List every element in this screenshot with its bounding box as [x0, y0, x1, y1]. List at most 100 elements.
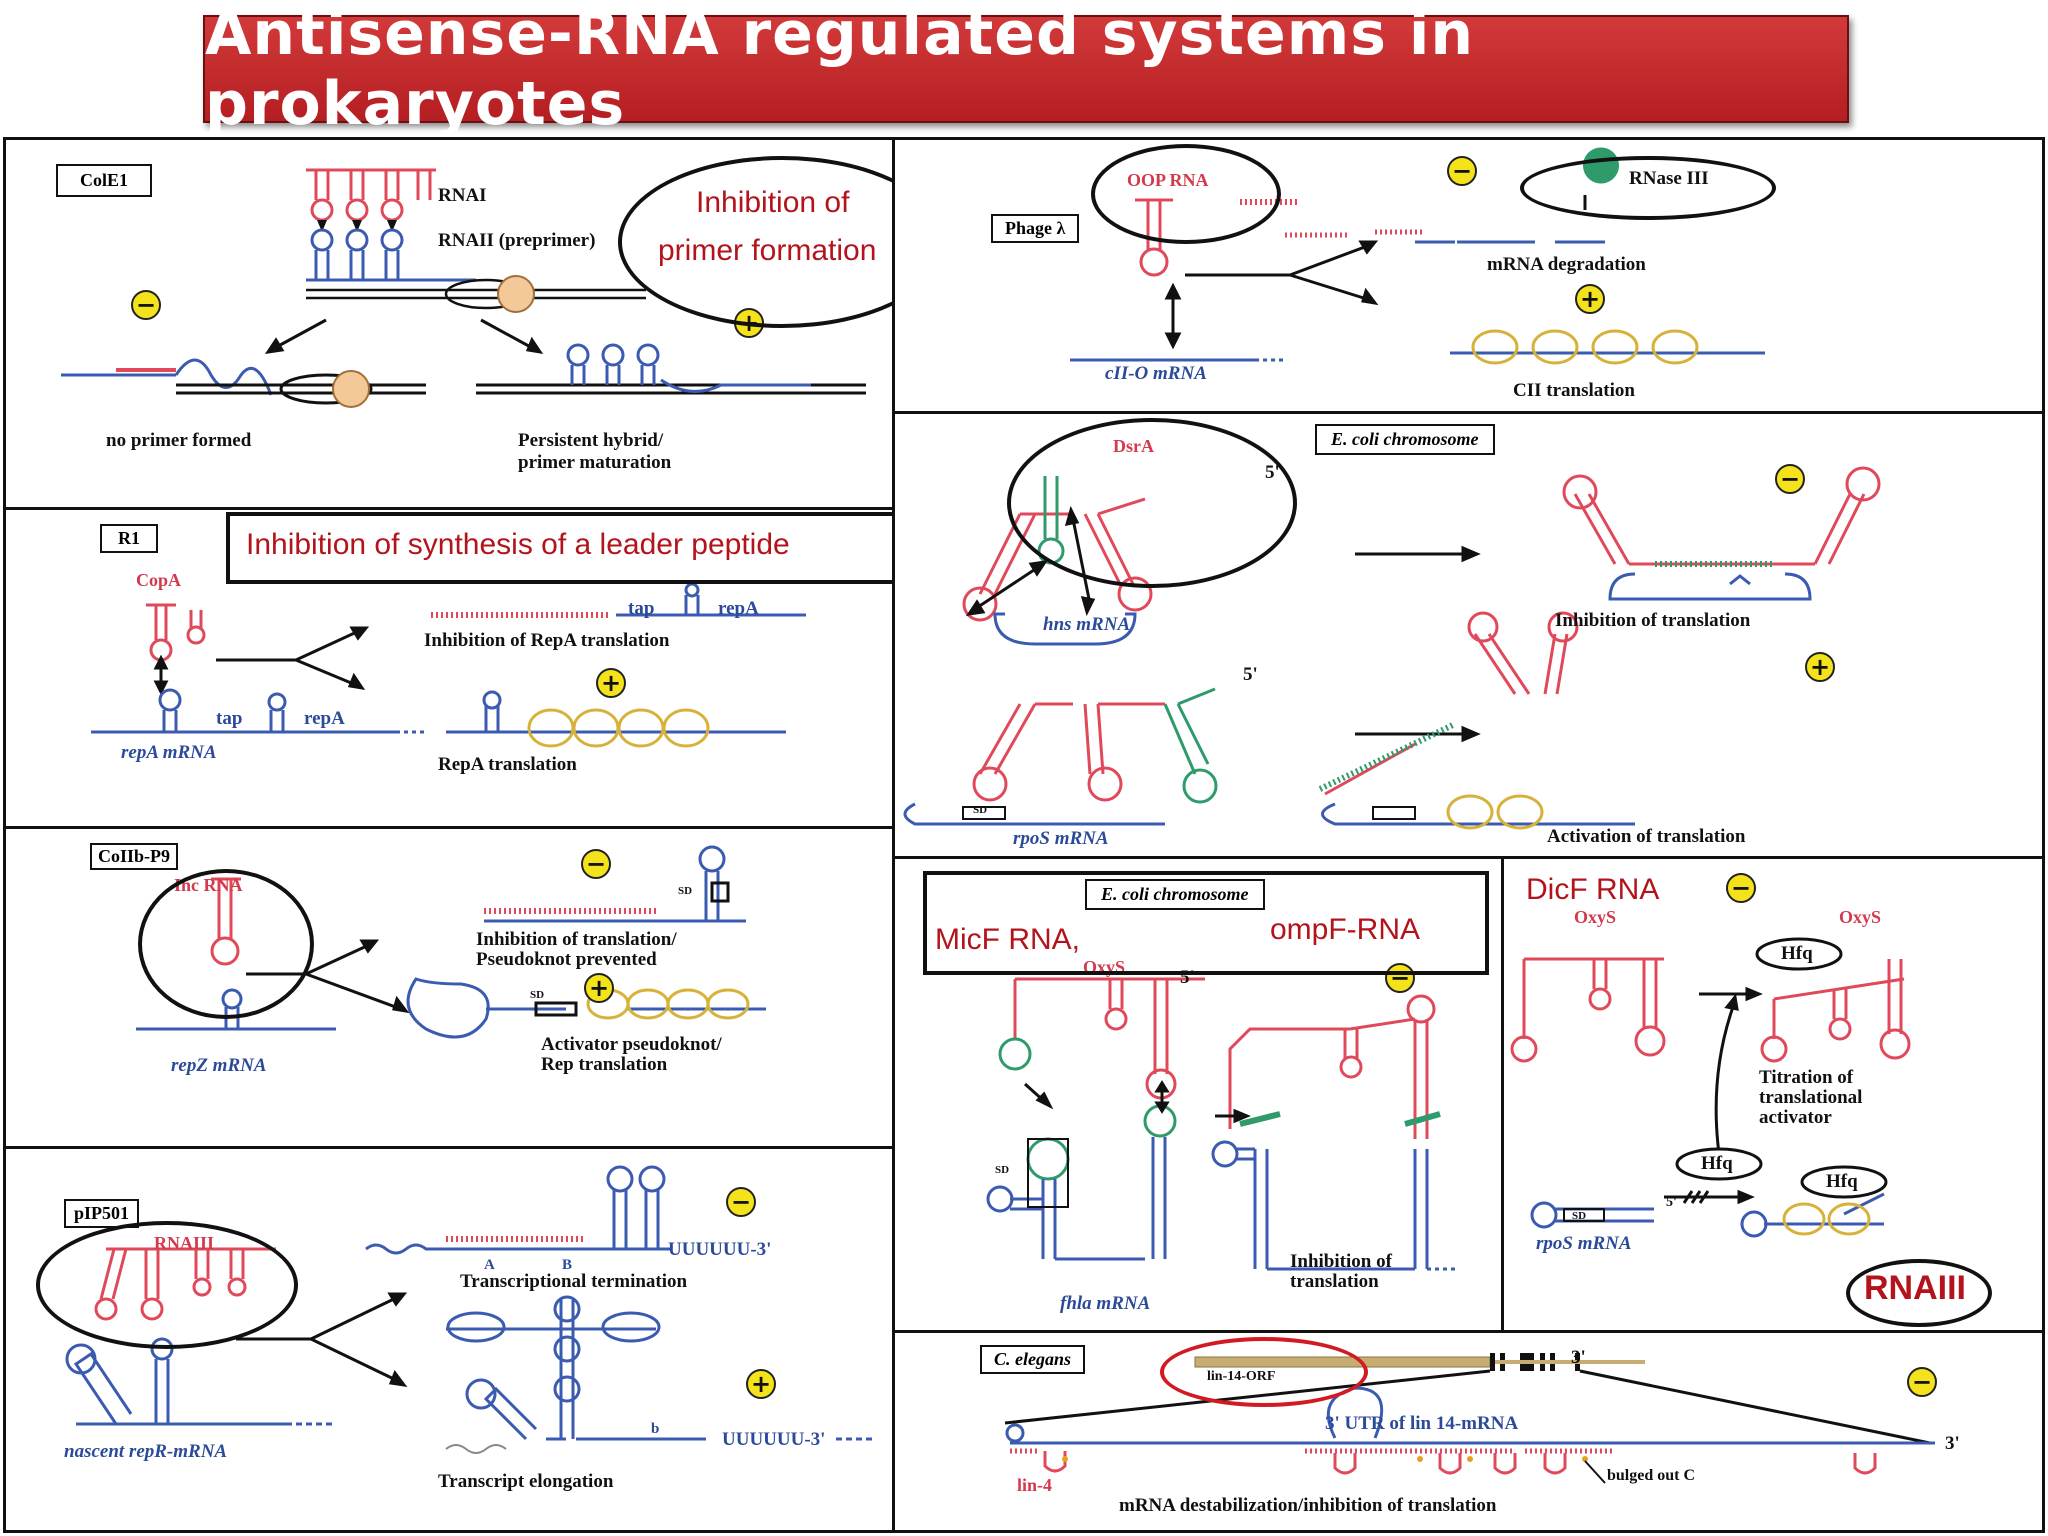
plus-sign: + [596, 668, 626, 698]
sd-label-1: SD [678, 885, 693, 897]
uuu-label-1: UUUUUU-3' [668, 1239, 772, 1260]
lin4-label: lin-4 [1017, 1475, 1053, 1495]
page-title: Antisense-RNA regulated systems in proka… [205, 0, 1475, 139]
sd-label: SD [995, 1164, 1010, 1176]
bulged-label: bulged out C [1607, 1467, 1696, 1484]
transcriptional-termination-label: Transcriptional termination [460, 1271, 688, 1292]
rnase-oval [1520, 156, 1776, 220]
five-prime-label-2: 5' [1243, 664, 1258, 685]
rpos-mrna-label: rpoS mRNA [1013, 828, 1109, 849]
inhibition-translation-label-1: Inhibition of translation/ [476, 929, 677, 950]
three-prime-label-1: 3' [1571, 1347, 1586, 1368]
utr-label: 3' UTR of lin 14-mRNA [1325, 1413, 1519, 1434]
micf-annotation-box [923, 871, 1489, 975]
degradation-label: mRNA degradation [1487, 254, 1646, 275]
minus-sign: − [1907, 1367, 1937, 1397]
repa-label-1: repA [718, 598, 759, 619]
cii-mrna-label: cII-O mRNA [1105, 363, 1207, 384]
plus-sign: + [1575, 284, 1605, 314]
rnaiii-annotation: RNAIII [1864, 1269, 1966, 1307]
rnaiii-oval [36, 1221, 298, 1349]
oxys-label-2: OxyS [1839, 907, 1882, 927]
destabilization-label: mRNA destabilization/inhibition of trans… [1119, 1495, 1497, 1516]
tap-label-1: tap [628, 598, 655, 619]
orf-label: lin-14-ORF [1207, 1369, 1276, 1384]
no-primer-label: no primer formed [106, 430, 252, 451]
collb-diagram [136, 845, 766, 1039]
b-label: B [562, 1257, 573, 1273]
uuu-label-2: UUUUUU-3' [722, 1429, 826, 1450]
inhibition-translation-label-2: Pseudoknot prevented [476, 949, 657, 970]
activator-label-1: Activator pseudoknot/ [541, 1034, 722, 1055]
repa-mrna-label: repA mRNA [121, 742, 217, 763]
minus-sign: − [1775, 464, 1805, 494]
fhla-mrna-label: fhla mRNA [1060, 1293, 1151, 1314]
pip501-label: pIP501 [64, 1199, 140, 1228]
inhibition-label-1: Inhibition of [1290, 1251, 1392, 1272]
annotation-primer-2: primer formation [658, 234, 877, 267]
panel-dsra: DsrA 5' E. coli chromosome − hns mRNA In… [892, 411, 2045, 859]
minus-sign: − [1447, 156, 1477, 186]
sd-label-2: SD [530, 989, 545, 1001]
titration-label-3: activator [1759, 1107, 1832, 1128]
plus-sign: + [746, 1369, 776, 1399]
panel-dicf: DicF RNA − OxyS OxyS Hfq Titration of tr… [1501, 856, 2045, 1333]
repa-label-2: repA [304, 708, 345, 729]
sd-label-1: SD [973, 804, 988, 816]
dsra-oval [1007, 418, 1297, 588]
chromosome-label-1: E. coli chromosome [1315, 424, 1495, 455]
annotation-primer-1: Inhibition of [696, 186, 850, 219]
hfq-label-3: Hfq [1826, 1171, 1858, 1192]
activation-translation-label: Activation of translation [1547, 826, 1746, 847]
persistent-label-1: Persistent hybrid/ [518, 430, 664, 451]
cii-translation-label: CII translation [1513, 380, 1635, 401]
sd-label: SD [1572, 1210, 1587, 1222]
rnaiii-oval [1846, 1259, 1992, 1327]
inhibition-repa-label: Inhibition of RepA translation [424, 630, 670, 651]
plus-sign: + [584, 973, 614, 1003]
phage-label: Phage λ [991, 214, 1080, 243]
rpos-mrna-label: rpoS mRNA [1536, 1233, 1632, 1254]
repa-translation-label: RepA translation [438, 754, 577, 775]
titration-label-1: Titration of [1759, 1067, 1854, 1088]
inhibition-label-2: translation [1290, 1271, 1379, 1292]
ompf-label: ompF-RNA [1270, 913, 1421, 946]
inhibition-translation-label: Inhibition of translation [1555, 610, 1751, 631]
minus-sign: − [581, 849, 611, 879]
a-label: A [484, 1257, 495, 1273]
nascent-label: nascent repR-mRNA [64, 1441, 228, 1462]
copa-label: CopA [136, 570, 182, 590]
titration-label-2: translational [1759, 1087, 1863, 1108]
five-prime-label-1: 5' [1265, 462, 1280, 483]
panel-cole1: ColE1 RNAI RNAII (preprimer) − + no prim… [3, 137, 946, 510]
rnase-label: RNase III [1629, 168, 1709, 189]
oop-rna-label: OOP RNA [1127, 170, 1209, 190]
orf-oval [1160, 1337, 1368, 1407]
leader-peptide-box [226, 512, 981, 584]
minus-sign: − [726, 1187, 756, 1217]
hfq-label-1: Hfq [1781, 943, 1813, 964]
rnaii-label: RNAII (preprimer) [438, 230, 596, 251]
panel-r1: R1 CopA tap repA Inhibition of RepA tran… [3, 507, 981, 829]
dicf-diagram [1510, 937, 1911, 1238]
title-banner: Antisense-RNA regulated systems in proka… [203, 0, 1849, 139]
plus-sign: + [1805, 652, 1835, 682]
annotation-leader-peptide: Inhibition of synthesis of a leader pept… [246, 528, 790, 561]
panel-phage: Phage λ OOP RNA − RNase III mRNA degrada… [892, 137, 2045, 414]
cole1-label: ColE1 [56, 164, 153, 197]
rnai-label: RNAI [438, 185, 487, 206]
elongation-label: Transcript elongation [438, 1471, 614, 1492]
oxys-label-1: OxyS [1574, 907, 1617, 927]
repz-mrna-label: repZ mRNA [171, 1055, 267, 1076]
micf-label: MicF RNA, [935, 923, 1080, 956]
dicf-label: DicF RNA [1526, 873, 1660, 906]
five-prime-label: 5' [1666, 1195, 1677, 1210]
chromosome-label-2: E. coli chromosome [1085, 879, 1265, 910]
collb-label: CoIIb-P9 [90, 843, 179, 870]
panel-micf: OxyS 5' − SD fhla mRNA Inhibition of tra… [892, 856, 1504, 1333]
cole1-diagram [61, 168, 866, 408]
micf-diagram [986, 977, 1455, 1271]
r1-diagram [91, 582, 806, 748]
minus-sign: − [1726, 873, 1756, 903]
celegans-label: C. elegans [980, 1345, 1086, 1374]
